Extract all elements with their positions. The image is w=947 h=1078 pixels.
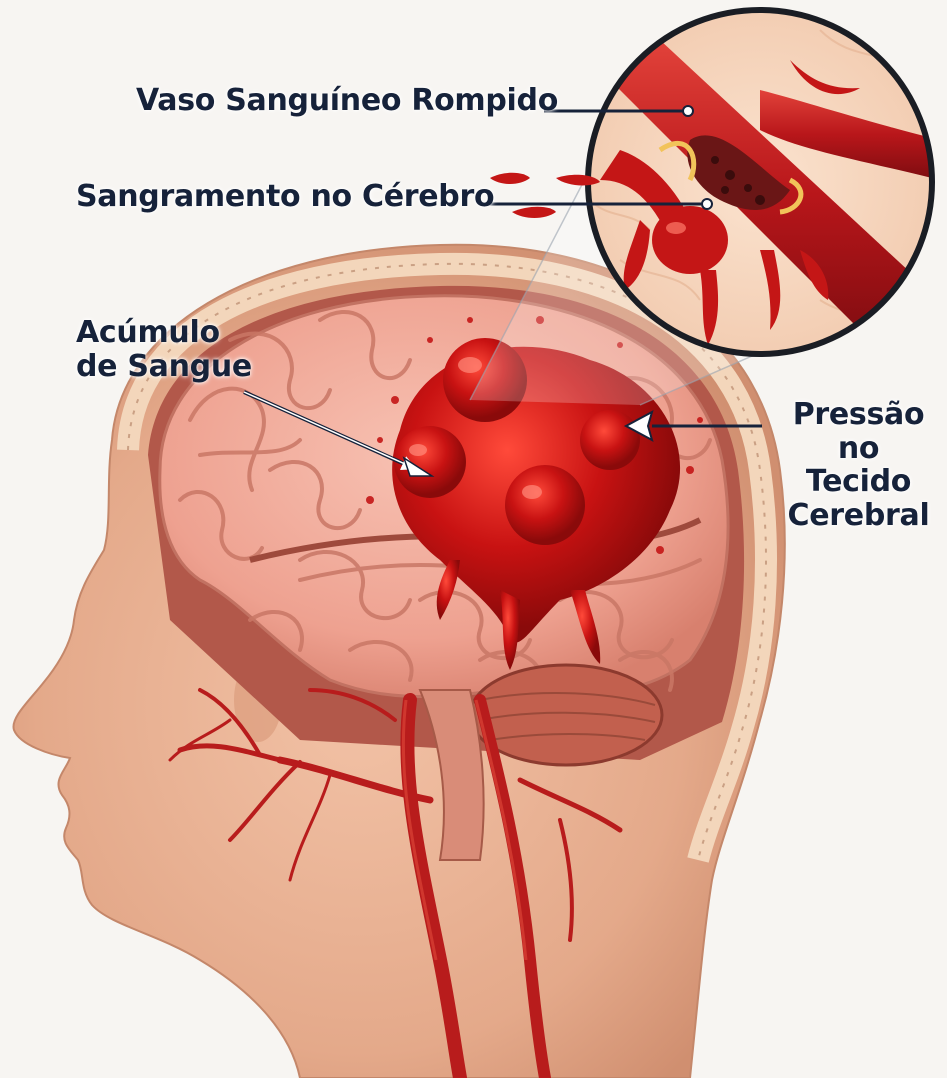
cerebellum [470, 665, 662, 765]
label-ruptured-vessel: Vaso Sanguíneo Rompido [136, 84, 558, 118]
label-tissue-pressure: Pressão no Tecido Cerebral [770, 398, 947, 532]
label-blood-accumulation-line1: Acúmulo [76, 316, 252, 350]
label-blood-accumulation: Acúmulo de Sangue [76, 316, 252, 383]
label-blood-accumulation-line2: de Sangue [76, 350, 252, 384]
label-tissue-pressure-line3: Cerebral [770, 499, 947, 533]
zoom-inset [588, 10, 940, 354]
label-brain-bleeding-text: Sangramento no Cérebro [76, 180, 494, 214]
label-tissue-pressure-line2: Tecido [770, 465, 947, 499]
label-brain-bleeding: Sangramento no Cérebro [76, 180, 494, 214]
label-tissue-pressure-line1: Pressão no [770, 398, 947, 465]
label-ruptured-vessel-text: Vaso Sanguíneo Rompido [136, 84, 558, 118]
